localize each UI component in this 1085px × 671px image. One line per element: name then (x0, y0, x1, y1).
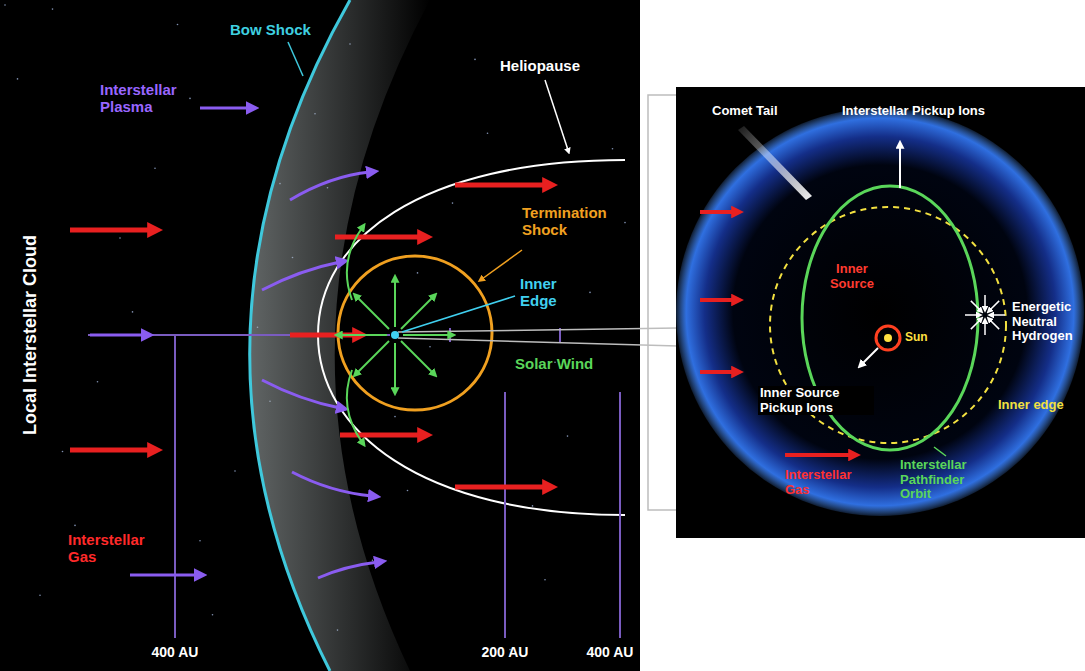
label-text: Sun (905, 331, 928, 344)
hydrogen-ray (992, 314, 1005, 316)
star-speck (372, 560, 374, 562)
star-speck (97, 381, 99, 383)
leader-line (288, 42, 303, 76)
leader-line (482, 250, 522, 279)
label-text: 400 AU (587, 645, 634, 661)
ion-arrow (899, 146, 901, 188)
star-speck (234, 470, 236, 472)
star-speck (39, 594, 41, 596)
label-text: Bow Shock (230, 22, 311, 39)
star-speck (394, 416, 396, 418)
star-speck (132, 311, 134, 313)
ion-arrow (862, 348, 878, 364)
star-speck (567, 435, 569, 437)
star-speck (407, 490, 409, 492)
label-text: Interstellar Gas (785, 468, 877, 497)
leader-line (545, 80, 568, 150)
label-text: Inner Source Pickup Ions (758, 386, 874, 415)
label-text: 200 AU (482, 645, 529, 661)
star-speck (4, 4, 6, 6)
label-text: Comet Tail (712, 104, 778, 119)
plasma-arrows (90, 108, 378, 578)
hydrogen-ray (971, 320, 980, 329)
hydrogen-ray (965, 314, 978, 316)
label-text: Inner Edge (520, 276, 570, 310)
comet-tail (738, 126, 812, 200)
hydrogen-ray (984, 322, 986, 335)
label-text: Solar Wind (515, 356, 593, 373)
scale-lines (88, 328, 620, 638)
star-speck (624, 222, 626, 224)
solar-wind-arrows (340, 228, 450, 442)
hydrogen-ray (990, 320, 999, 329)
label-text: Inner edge (998, 398, 1064, 413)
sun-dot (884, 334, 892, 342)
gas-arrows (700, 212, 852, 455)
star-speck (52, 8, 54, 10)
star-speck (474, 59, 476, 61)
label-text: Termination Shock (522, 205, 617, 239)
label-text: Interstellar Pathfinder Orbit (900, 458, 995, 502)
star-speck (612, 148, 614, 150)
label-text: Inner Source (821, 262, 883, 291)
star-speck (212, 614, 214, 616)
label-text: 400 AU (152, 645, 199, 661)
termination-shock-circle (338, 256, 492, 410)
zoom-bracket (398, 95, 678, 510)
hydrogen-ray (971, 301, 980, 310)
star-speck (452, 202, 454, 204)
inner-edge-point (391, 331, 399, 339)
label-text: Energetic Neutral Hydrogen (1012, 300, 1080, 344)
label-text: Local Interstellar Cloud (20, 235, 40, 435)
star-speck (74, 525, 76, 527)
star-speck (589, 292, 591, 294)
label-text: Interstellar Gas (68, 532, 163, 566)
star-speck (487, 133, 489, 135)
star-speck (62, 451, 64, 453)
star-speck (177, 24, 179, 26)
gas-arrows (70, 185, 547, 487)
star-speck (417, 272, 419, 274)
leader-line (402, 296, 515, 332)
sun-ring (876, 326, 900, 350)
heliopause-curve (318, 160, 625, 515)
label-text: Interstellar Pickup Ions (842, 104, 985, 119)
star-speck (119, 237, 121, 239)
inset-panel (676, 87, 1085, 538)
hydrogen-ray (990, 301, 999, 310)
leader-line (934, 447, 946, 456)
star-speck (532, 505, 534, 507)
hydrogen-ray (984, 295, 986, 308)
star-speck (17, 78, 19, 80)
space-background (0, 0, 640, 671)
label-text: Interstellar Plasma (100, 82, 195, 116)
star-speck (429, 346, 431, 348)
star-speck (199, 540, 201, 542)
star-speck (154, 167, 156, 169)
star-speck (544, 579, 546, 581)
label-text: Heliopause (500, 58, 580, 75)
star-speck (189, 98, 191, 100)
heliosphere-ring (676, 108, 1084, 516)
neutral-hydrogen-star (965, 295, 1005, 335)
